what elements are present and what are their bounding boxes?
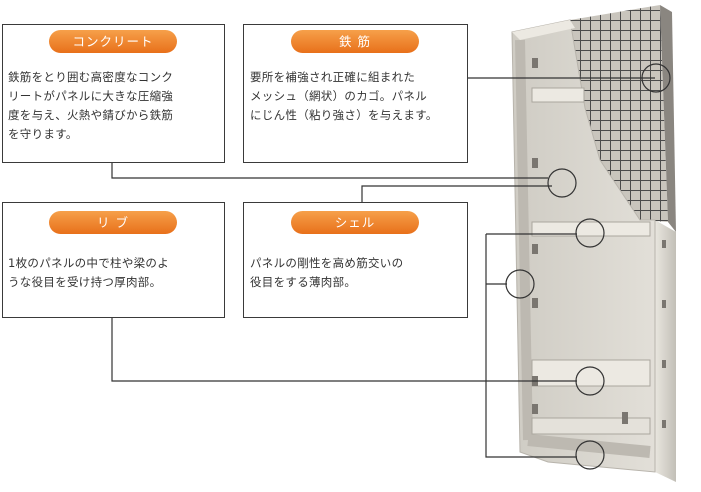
rib-lower — [532, 360, 650, 386]
rebar-title: 鉄 筋 — [291, 30, 419, 53]
shell-title: シェル — [291, 211, 419, 234]
rib-bottom — [532, 418, 650, 434]
rib-upper — [532, 88, 584, 102]
shell-description: パネルの剛性を高め筋交いの 役目をする薄肉部。 — [250, 254, 466, 292]
rib-title: リ ブ — [49, 211, 177, 234]
rebar-description: 要所を補強され正確に組まれた メッシュ（網状）のカゴ。パネル にじん性（粘り強さ… — [250, 68, 466, 125]
concrete-description: 鉄筋をとり囲む高密度なコンク リートがパネルに大きな圧縮強 度を与え、火熱や錆び… — [8, 68, 223, 144]
concrete-title: コンクリート — [49, 30, 177, 53]
rib-description: 1枚のパネルの中で柱や梁のよ うな役目を受け持つ厚肉部。 — [8, 254, 223, 292]
panel-side-face — [655, 220, 676, 482]
